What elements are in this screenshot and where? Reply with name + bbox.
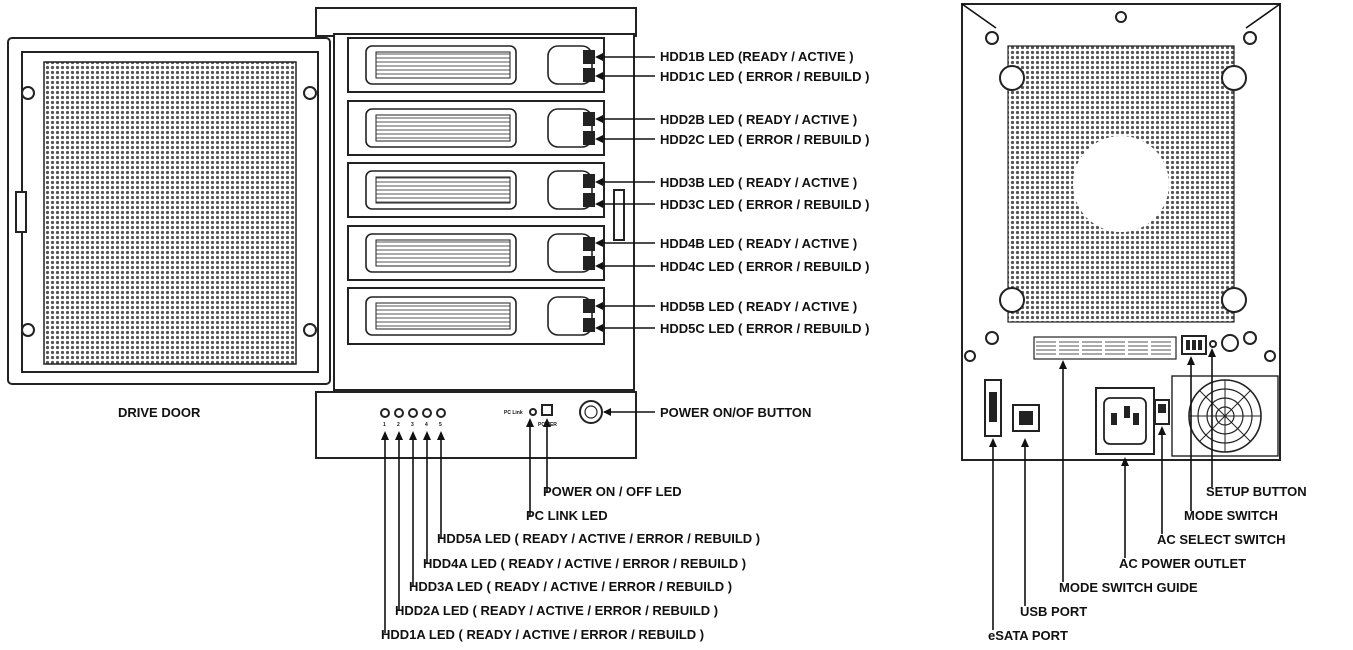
psu-fan [1171,375,1279,457]
hdd2b-led-label: HDD2B LED ( READY / ACTIVE ) [660,112,857,127]
fan-grille [999,45,1247,323]
panel-digit-4: 4 [425,422,428,428]
drive-door-label: DRIVE DOOR [118,405,201,420]
drive-tray-1 [347,37,605,93]
panel-digit-5: 5 [439,422,442,428]
hdd5c-led-label: HDD5C LED ( ERROR / REBUILD ) [660,321,869,336]
power-button-label: POWER ON/OF BUTTON [660,405,811,420]
hdd1a-led-label: HDD1A LED ( READY / ACTIVE / ERROR / REB… [381,627,704,642]
drive-door [7,37,331,385]
power-led-label: POWER ON / OFF LED [543,484,682,499]
drive-trays [347,37,605,345]
front-view: 1 2 3 4 5 PC Link POWER HDD1B LED ( [7,7,869,642]
ac-select-switch-label: AC SELECT SWITCH [1157,532,1286,547]
hdd1c-led-label: HDD1C LED ( ERROR / REBUILD ) [660,69,869,84]
rear-leaders [989,348,1216,630]
mode-switch-guide [1033,336,1177,360]
hdd3a-led-label: HDD3A LED ( READY / ACTIVE / ERROR / REB… [409,579,732,594]
panel-digit-2: 2 [397,422,400,428]
usb-port-label: USB PORT [1020,604,1087,619]
panel-digit-1: 1 [383,422,386,428]
pc-link-mark: PC Link [504,410,523,416]
rear-view: SETUP BUTTON MODE SWITCH AC SELECT SWITC… [961,3,1307,643]
drive-tray-2 [347,100,605,156]
setup-button-label: SETUP BUTTON [1206,484,1307,499]
hdd2c-led-label: HDD2C LED ( ERROR / REBUILD ) [660,132,869,147]
drive-tray-4 [347,225,605,281]
mode-switch-guide-label: MODE SWITCH GUIDE [1059,580,1198,595]
ac-power-outlet-label: AC POWER OUTLET [1119,556,1246,571]
hdd4a-led-label: HDD4A LED ( READY / ACTIVE / ERROR / REB… [423,556,746,571]
hdd3c-led-label: HDD3C LED ( ERROR / REBUILD ) [660,197,869,212]
front-panel: 1 2 3 4 5 PC Link POWER [315,391,637,459]
pc-link-led-label: PC LINK LED [526,508,608,523]
hdd4b-led-label: HDD4B LED ( READY / ACTIVE ) [660,236,857,251]
ac-power-outlet [1095,387,1155,455]
hdd5a-led-label: HDD5A LED ( READY / ACTIVE / ERROR / REB… [437,531,760,546]
hdd1b-led-label: HDD1B LED (READY / ACTIVE ) [660,49,854,64]
bay-led-leaders [595,53,655,332]
drive-tray-5 [347,287,605,345]
esata-port-label: eSATA PORT [988,628,1068,643]
drive-tray-3 [347,162,605,218]
setup-button[interactable] [1209,340,1217,348]
hdd5b-led-label: HDD5B LED ( READY / ACTIVE ) [660,299,857,314]
hdd2a-led-label: HDD2A LED ( READY / ACTIVE / ERROR / REB… [395,603,718,618]
mode-switch-label: MODE SWITCH [1184,508,1278,523]
panel-led-leaders [381,418,551,633]
panel-digit-3: 3 [411,422,414,428]
hdd4c-led-label: HDD4C LED ( ERROR / REBUILD ) [660,259,869,274]
hdd3b-led-label: HDD3B LED ( READY / ACTIVE ) [660,175,857,190]
